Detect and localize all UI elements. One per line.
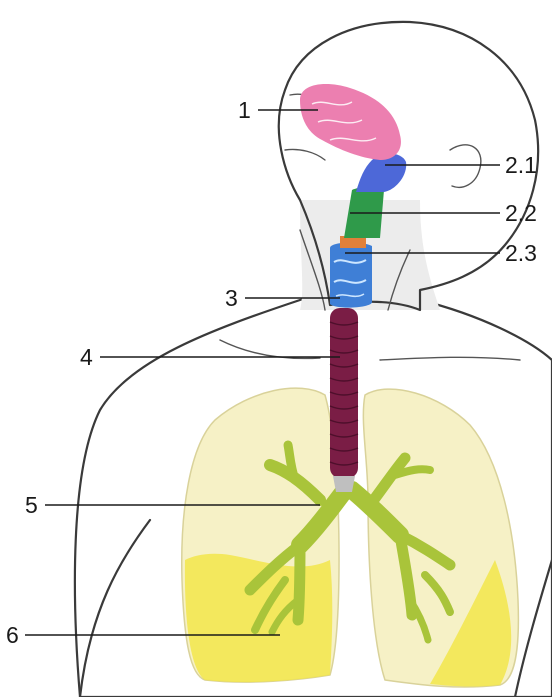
nasal-cavity-body: [300, 84, 401, 160]
label-2-3: 2.3: [505, 240, 537, 266]
label-2-1: 2.1: [505, 152, 537, 178]
label-1: 1: [238, 97, 251, 123]
label-4: 4: [80, 344, 93, 370]
label-3: 3: [225, 285, 238, 311]
label-5: 5: [25, 492, 38, 518]
nasal-cavity: [300, 84, 401, 160]
collar-right: [380, 357, 520, 360]
trachea: [330, 308, 358, 492]
mouth-line: [285, 149, 325, 160]
arm-right: [515, 560, 552, 697]
collar-left: [220, 340, 320, 358]
arm-left: [80, 520, 150, 697]
ear: [450, 145, 481, 187]
carina: [333, 476, 355, 492]
bronchus-left-lower: [298, 545, 300, 620]
label-6: 6: [6, 622, 19, 648]
label-2-2: 2.2: [505, 200, 537, 226]
